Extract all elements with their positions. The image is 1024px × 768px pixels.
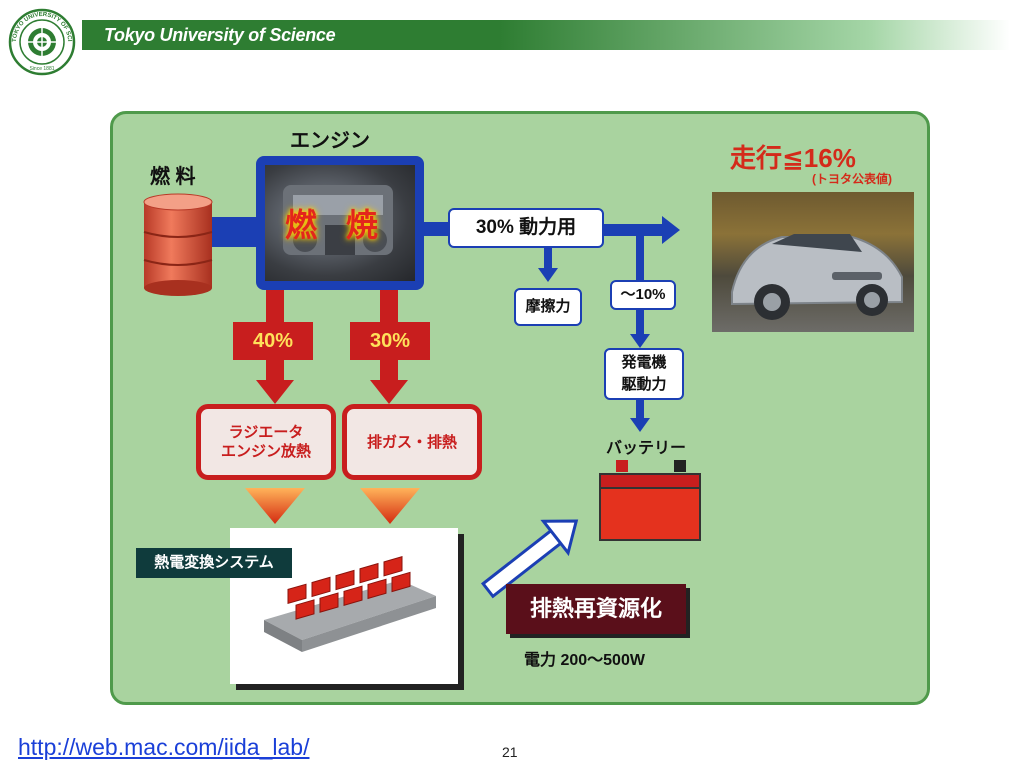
- generator-percent-box: 〜10%: [610, 280, 676, 310]
- run-efficiency-note: (トヨタ公表値): [812, 172, 892, 186]
- fuel-label: 燃 料: [150, 166, 196, 188]
- exhaust-heat-triangle: [360, 488, 420, 524]
- generator-line1: 発電機: [621, 354, 667, 371]
- friction-arrow: [538, 268, 558, 282]
- power-output-label: 電力 200〜500W: [524, 652, 645, 669]
- generator-line2: 駆動力: [621, 376, 667, 393]
- power-use-box: 30% 動力用: [448, 208, 604, 248]
- fuel-connector: [210, 217, 260, 247]
- engine-label: エンジン: [290, 130, 370, 152]
- exhaust-label: 排ガス・排熱: [366, 433, 457, 451]
- friction-box: 摩擦力: [514, 288, 582, 326]
- radiator-line2: エンジン放熱: [220, 443, 311, 460]
- university-logo: TOKYO UNIVERSITY OF SCIENCE Since 1881: [8, 8, 76, 76]
- battery-icon: [599, 460, 701, 541]
- exhaust-percent: 30%: [350, 322, 430, 360]
- lab-url-link[interactable]: http://web.mac.com/iida_lab/: [18, 734, 310, 760]
- combustion-label: 燃 焼: [285, 207, 388, 243]
- generator-arrow: [630, 334, 650, 348]
- header-bar: [82, 20, 1010, 50]
- logo-since: Since 1881: [29, 66, 54, 72]
- thermoelectric-module: [264, 556, 436, 652]
- reuse-arrow: [480, 519, 579, 599]
- heat-reuse-box: 排熱再資源化: [506, 584, 686, 634]
- radiator-percent: 40%: [233, 322, 313, 360]
- engine-photo: [265, 165, 415, 281]
- run-efficiency-label: 走行≦16%: [730, 143, 856, 173]
- generator-box: 発電機 駆動力: [604, 348, 684, 400]
- thermoelectric-label: 熱電変換システム: [136, 548, 292, 578]
- radiator-heat-triangle: [245, 488, 305, 524]
- radiator-line1: ラジエータ: [228, 424, 304, 441]
- exhaust-heat-box: 排ガス・排熱: [342, 404, 482, 480]
- radiator-arrow: [256, 380, 294, 404]
- radiator-heat-box: ラジエータ エンジン放熱: [196, 404, 336, 480]
- battery-label: バッテリー: [606, 440, 687, 457]
- exhaust-arrow: [370, 380, 408, 404]
- page-number: 21: [502, 744, 518, 760]
- fuel-barrel: [143, 193, 213, 296]
- battery-arrow: [630, 418, 650, 432]
- power-to-car-arrow: [662, 216, 680, 244]
- header-title: Tokyo University of Science: [104, 25, 336, 45]
- car-photo: [712, 192, 914, 332]
